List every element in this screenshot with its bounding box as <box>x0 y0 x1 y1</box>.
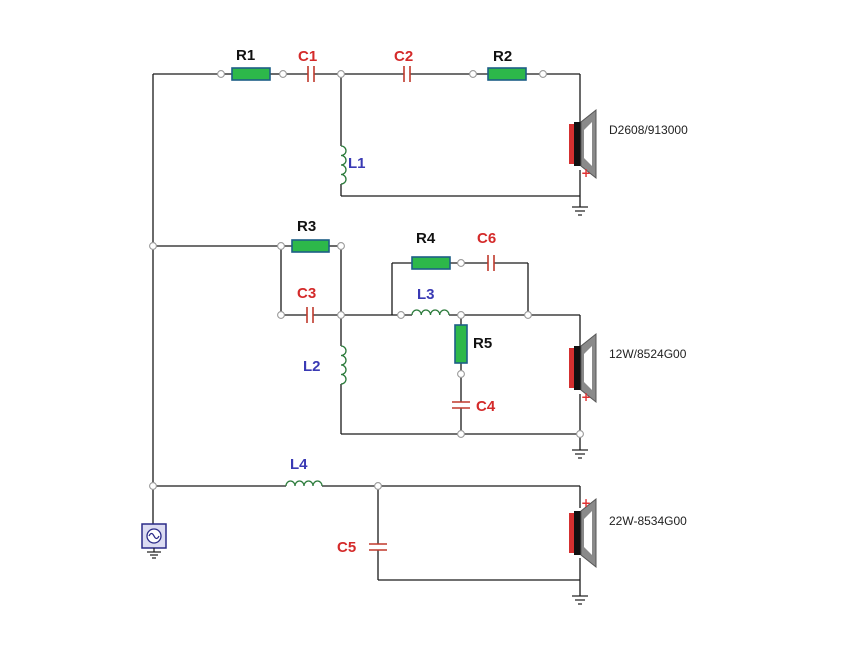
speaker-label-mid: 12W/8524G00 <box>609 347 687 361</box>
polarity-plus: + <box>581 166 591 180</box>
resistor-r3[interactable] <box>291 239 330 253</box>
label-c4: C4 <box>476 398 496 415</box>
capacitor-c1[interactable] <box>307 66 315 82</box>
resistor-r4[interactable] <box>411 256 451 270</box>
capacitor-c6[interactable] <box>487 255 495 271</box>
speaker-woofer[interactable]: + <box>569 496 597 569</box>
label-r3: R3 <box>297 218 316 235</box>
speaker-icon <box>569 108 597 180</box>
ground-icon <box>572 595 588 605</box>
capacitor-c3[interactable] <box>306 307 314 323</box>
inductor-l3[interactable] <box>411 309 450 316</box>
speaker-tweeter[interactable]: + <box>569 108 597 180</box>
resistor-r5[interactable] <box>454 324 468 364</box>
label-l2: L2 <box>303 358 321 375</box>
speaker-label-tweeter: D2608/913000 <box>609 123 688 137</box>
label-c1: C1 <box>298 48 317 65</box>
label-l1: L1 <box>348 155 366 172</box>
label-r4: R4 <box>416 230 436 247</box>
label-l4: L4 <box>290 456 308 473</box>
junction-nodes <box>149 70 584 490</box>
speaker-midrange[interactable]: + <box>569 332 597 404</box>
label-r1: R1 <box>236 47 255 64</box>
ac-source-icon[interactable] <box>141 523 167 559</box>
label-l3: L3 <box>417 286 435 303</box>
capacitor-c4[interactable] <box>452 401 470 409</box>
speaker-label-woofer: 22W-8534G00 <box>609 514 687 528</box>
inductor-l4[interactable] <box>285 480 323 487</box>
ground-icon <box>572 449 588 459</box>
label-c3: C3 <box>297 285 316 302</box>
ground-icon <box>572 206 588 216</box>
wires <box>152 73 581 596</box>
label-r5: R5 <box>473 335 492 352</box>
label-r2: R2 <box>493 48 512 65</box>
polarity-plus: + <box>581 390 591 404</box>
speaker-icon <box>569 332 597 404</box>
polarity-plus: + <box>581 496 591 510</box>
inductor-l2[interactable] <box>340 345 347 385</box>
inductor-l1[interactable] <box>340 145 347 185</box>
label-c5: C5 <box>337 539 356 556</box>
speaker-icon <box>569 497 597 569</box>
resistor-r2[interactable] <box>487 67 527 81</box>
capacitor-c2[interactable] <box>403 66 411 82</box>
capacitor-c5[interactable] <box>369 543 387 551</box>
label-c6: C6 <box>477 230 496 247</box>
resistor-r1[interactable] <box>231 67 271 81</box>
label-c2: C2 <box>394 48 413 65</box>
